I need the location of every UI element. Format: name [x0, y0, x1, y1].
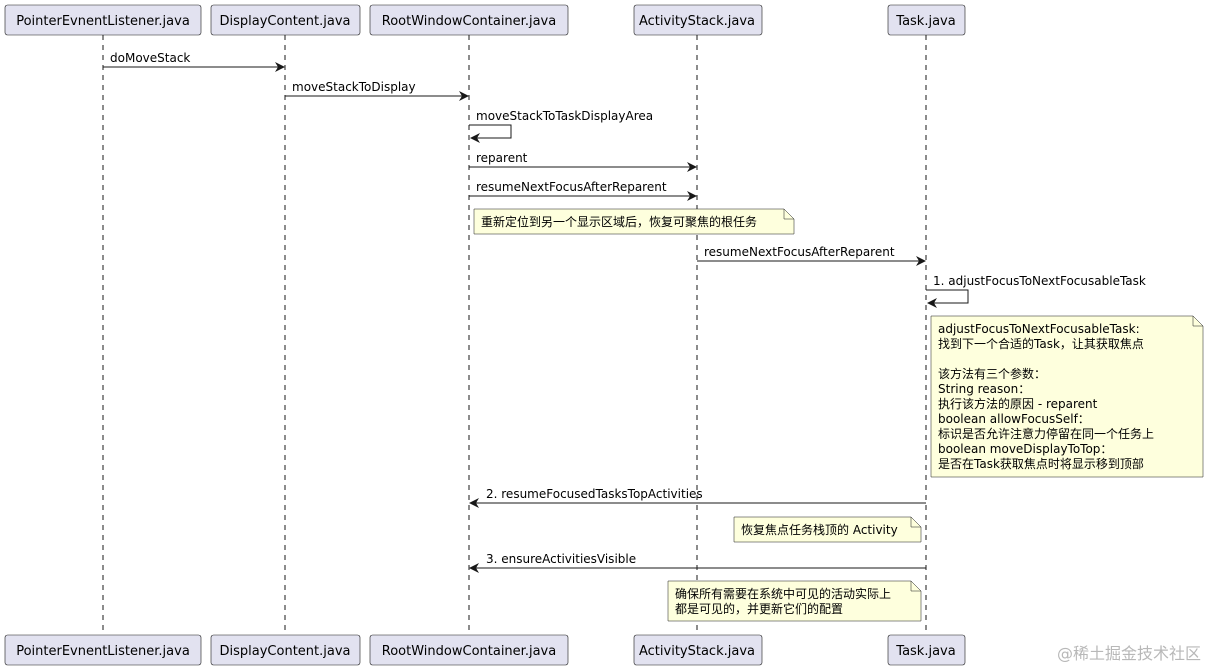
message-label: resumeNextFocusAfterReparent — [476, 180, 667, 194]
participant-box-task-top — [887, 4, 966, 36]
participant-label-task-bottom: Task.java — [895, 644, 955, 659]
message-0: doMoveStack — [103, 51, 285, 72]
participant-box-task-bottom — [887, 634, 966, 666]
message-arrow-self — [926, 289, 969, 308]
note-fold — [910, 581, 921, 592]
note-fold — [910, 517, 921, 528]
message-label: 1. adjustFocusToNextFocusableTask — [933, 274, 1146, 288]
note-line: boolean allowFocusSelf： — [938, 412, 1090, 426]
message-2: moveStackToTaskDisplayArea — [469, 109, 653, 143]
participant-box-as-bottom — [633, 634, 763, 666]
note-box — [667, 580, 922, 622]
note-1: adjustFocusToNextFocusableTask: 找到下一个合适的… — [930, 315, 1204, 478]
note-line: 确保所有需要在系统中可见的活动实际上 — [675, 586, 891, 601]
participant-label-task-top: Task.java — [895, 14, 955, 29]
watermark-text: @稀土掘金技术社区 — [1056, 644, 1201, 663]
note-fold — [1192, 316, 1203, 327]
participant-label-as-bottom: ActivityStack.java — [639, 644, 755, 659]
note-line: 执行该方法的原因 - reparent — [938, 396, 1098, 411]
participant-box-dc-top — [210, 4, 361, 36]
note-line: 重新定位到另一个显示区域后，恢复可聚焦的根任务 — [481, 214, 757, 229]
message-label: reparent — [476, 151, 528, 165]
participant-box-pel-top — [4, 4, 202, 36]
participant-label-pel-bottom: PointerEvnentListener.java — [16, 644, 190, 659]
note-line: 都是可见的，并更新它们的配置 — [675, 601, 843, 616]
message-label: moveStackToDisplay — [292, 80, 416, 94]
note-fold — [783, 209, 794, 220]
note-box — [930, 315, 1204, 478]
message-7: 2. resumeFocusedTasksTopActivities — [469, 487, 926, 508]
message-8: 3. ensureActivitiesVisible — [469, 552, 926, 573]
participant-label-dc-bottom: DisplayContent.java — [220, 644, 351, 659]
participant-box-dc-bottom — [210, 634, 361, 666]
message-label: 3. ensureActivitiesVisible — [486, 552, 636, 566]
note-box — [733, 516, 922, 543]
note-line: 该方法有三个参数： — [938, 366, 1046, 381]
participant-label-pel-top: PointerEvnentListener.java — [16, 14, 190, 29]
note-line: adjustFocusToNextFocusableTask: — [938, 322, 1140, 336]
note-box — [473, 208, 795, 235]
message-5: resumeNextFocusAfterReparent — [697, 245, 926, 266]
note-line: 找到下一个合适的Task，让其获取焦点 — [938, 336, 1144, 351]
participant-label-rwc-top: RootWindowContainer.java — [382, 14, 556, 29]
message-label: 2. resumeFocusedTasksTopActivities — [486, 487, 703, 501]
participant-box-as-top — [633, 4, 763, 36]
message-label: resumeNextFocusAfterReparent — [704, 245, 895, 259]
message-3: reparent — [469, 151, 697, 172]
message-label: doMoveStack — [110, 51, 190, 65]
participant-box-rwc-bottom — [369, 634, 569, 666]
note-line: boolean moveDisplayToTop： — [938, 442, 1112, 456]
participant-box-rwc-top — [369, 4, 569, 36]
message-4: resumeNextFocusAfterReparent — [469, 180, 697, 201]
message-6: 1. adjustFocusToNextFocusableTask — [926, 274, 1146, 308]
message-label: moveStackToTaskDisplayArea — [476, 109, 653, 123]
note-2: 恢复焦点任务栈顶的 Activity — [733, 516, 922, 543]
message-1: moveStackToDisplay — [285, 80, 469, 101]
note-0: 重新定位到另一个显示区域后，恢复可聚焦的根任务 — [473, 208, 795, 235]
message-arrow-self — [469, 124, 512, 143]
participant-box-pel-bottom — [4, 634, 202, 666]
note-line: String reason： — [938, 382, 1030, 396]
participant-label-dc-top: DisplayContent.java — [220, 14, 351, 29]
participant-label-as-top: ActivityStack.java — [639, 14, 755, 29]
note-line: 恢复焦点任务栈顶的 Activity — [741, 522, 898, 537]
participant-label-rwc-bottom: RootWindowContainer.java — [382, 644, 556, 659]
note-line: 是否在Task获取焦点时将显示移到顶部 — [938, 456, 1144, 471]
note-line: 标识是否允许注意力停留在同一个任务上 — [938, 426, 1154, 441]
